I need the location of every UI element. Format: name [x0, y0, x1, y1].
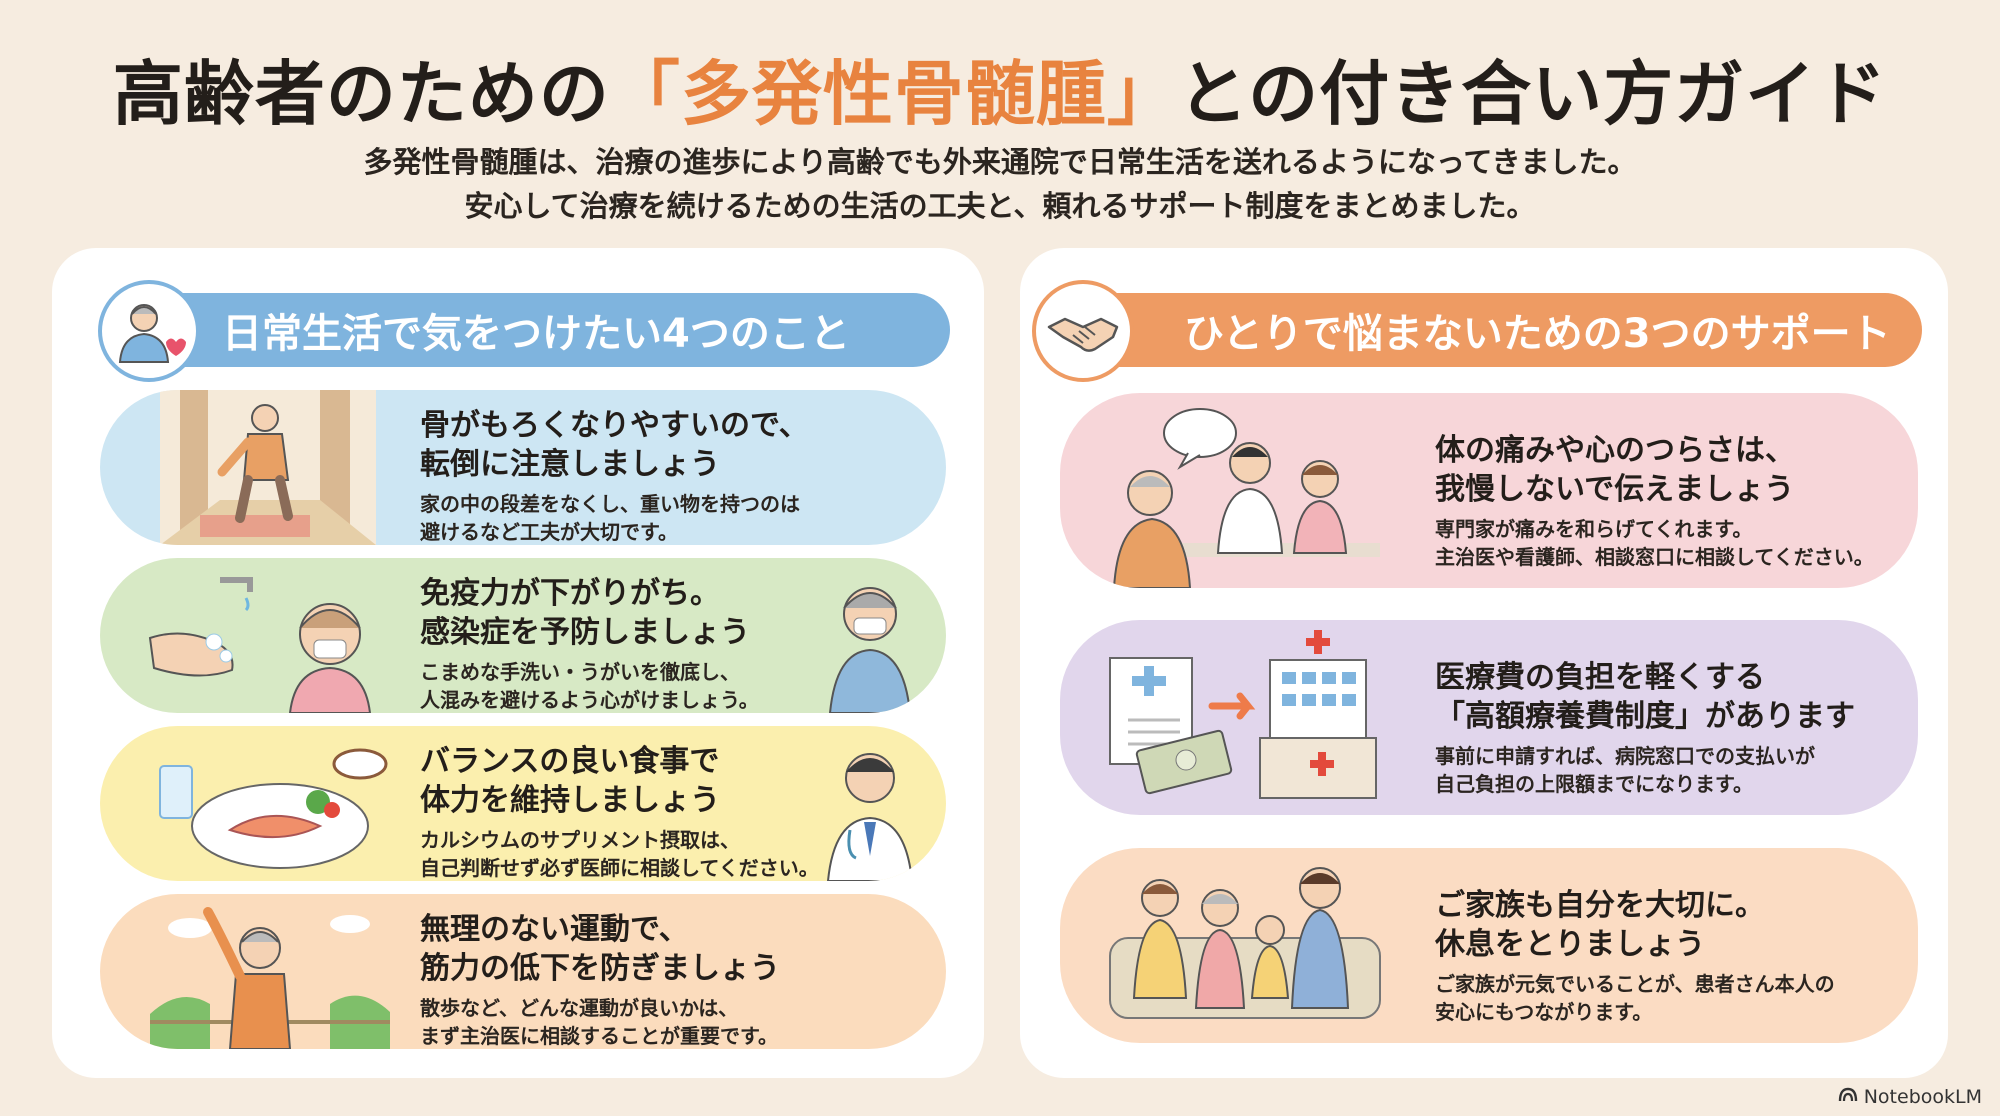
pain-heading-1: 体の痛みや心のつらさは、 [1435, 433, 1795, 468]
cost-heading-2: 「高額療養費制度」があります [1435, 699, 1855, 734]
pain-text-1: 専門家が痛みを和らげてくれます。 [1435, 517, 1753, 541]
pain-heading-2: 我慢しないで伝えましょう [1435, 472, 1795, 507]
title-after: との付き合い方ガイド [1177, 53, 1888, 135]
infection-text: こまめな手洗い・うがいを徹底し、 人混みを避けるよう心がけましょう。 [420, 658, 759, 713]
nutrition-text: カルシウムのサプリメント摂取は、 自己判断せず必ず医師に相談してください。 [420, 826, 819, 881]
title-before: 高齢者のための [112, 53, 610, 135]
hallway-walking-illustration [160, 390, 376, 545]
medical-cost-card: 医療費の負担を軽くする 「高額療養費制度」があります 事前に申請すれば、病院窓口… [1060, 620, 1918, 815]
family-text: ご家族が元気でいることが、患者さん本人の 安心にもつながります。 [1435, 970, 1835, 1026]
exercise-text-1: 散歩など、どんな運動が良いかは、 [420, 996, 739, 1020]
handshake-icon [1032, 280, 1134, 382]
brand-watermark: NotebookLM [1838, 1086, 1982, 1108]
exercise-text-2: まず主治医に相談することが重要です。 [420, 1024, 778, 1048]
pain-text: 専門家が痛みを和らげてくれます。 主治医や看護師、相談窓口に相談してください。 [1435, 515, 1874, 571]
exercise-heading-2: 筋力の低下を防ぎましょう [420, 951, 780, 986]
family-text-2: 安心にもつながります。 [1435, 1000, 1653, 1024]
cost-heading-1: 医療費の負担を軽くする [1435, 660, 1765, 695]
fall-prevention-text-2: 避けるなど工夫が大切です。 [420, 520, 678, 544]
handwashing-mask-illustration [140, 558, 390, 713]
support-header: ひとりで悩まないための3つのサポート [1072, 293, 1922, 367]
page-title: 高齢者のための「多発性骨髄腫」との付き合い方ガイド [0, 38, 2000, 139]
infection-heading-2: 感染症を予防しましょう [420, 615, 750, 650]
cost-text: 事前に申請すれば、病院窓口での支払いが 自己負担の上限額までになります。 [1435, 742, 1855, 798]
support-panel: ひとりで悩まないための3つのサポート [1020, 248, 1948, 1078]
subtitle-line-1: 多発性骨髄腫は、治療の進歩により高齢でも外来通院で日常生活を送れるようになってき… [363, 145, 1637, 179]
family-rest-card: ご家族も自分を大切に。 休息をとりましょう ご家族が元気でいることが、患者さん本… [1060, 848, 1918, 1043]
notebooklm-logo-icon [1838, 1086, 1858, 1108]
consultation-illustration [1090, 393, 1380, 588]
page-subtitle: 多発性骨髄腫は、治療の進歩により高齢でも外来通院で日常生活を送れるようになってき… [0, 140, 2000, 228]
meal-illustration [140, 726, 390, 881]
nutrition-card: バランスの良い食事で 体力を維持しましょう カルシウムのサプリメント摂取は、 自… [100, 726, 946, 881]
infection-prevention-card: 免疫力が下がりがち。 感染症を予防しましょう こまめな手洗い・うがいを徹底し、 … [100, 558, 946, 713]
infection-text-2: 人混みを避けるよう心がけましょう。 [420, 688, 759, 712]
fall-prevention-card: 骨がもろくなりやすいので、 転倒に注意しましょう 家の中の段差をなくし、重い物を… [100, 390, 946, 545]
stretching-illustration [150, 894, 390, 1049]
infection-text-1: こまめな手洗い・うがいを徹底し、 [420, 660, 740, 684]
daily-life-header: 日常生活で気をつけたい4つのこと [110, 293, 950, 367]
fall-prevention-text: 家の中の段差をなくし、重い物を持つのは 避けるなど工夫が大切です。 [420, 490, 809, 545]
support-header-label: ひとりで悩まないための3つのサポート [1184, 311, 1891, 357]
infection-heading-1: 免疫力が下がりがち。 [420, 576, 720, 611]
brand-label: NotebookLM [1863, 1086, 1982, 1108]
fall-prevention-text-1: 家の中の段差をなくし、重い物を持つのは [420, 492, 800, 516]
exercise-heading-1: 無理のない運動で、 [420, 912, 689, 947]
family-text-1: ご家族が元気でいることが、患者さん本人の [1435, 972, 1835, 996]
cost-text-2: 自己負担の上限額までになります。 [1435, 772, 1753, 796]
exercise-card: 無理のない運動で、 筋力の低下を防ぎましょう 散歩など、どんな運動が良いかは、 … [100, 894, 946, 1049]
title-accent: 「多発性骨髄腫」 [609, 53, 1178, 135]
nutrition-heading-2: 体力を維持しましょう [420, 783, 720, 818]
pain-support-card: 体の痛みや心のつらさは、 我慢しないで伝えましょう 専門家が痛みを和らげてくれま… [1060, 393, 1918, 588]
nutrition-heading-1: バランスの良い食事で [420, 744, 720, 779]
nutrition-text-1: カルシウムのサプリメント摂取は、 [420, 828, 740, 852]
cost-text-1: 事前に申請すれば、病院窓口での支払いが [1435, 744, 1815, 768]
subtitle-line-2: 安心して治療を続けるための生活の工夫と、頼れるサポート制度をまとめました。 [464, 189, 1536, 223]
daily-life-header-label: 日常生活で気をつけたい4つのこと [222, 311, 850, 357]
family-heading-1: ご家族も自分を大切に。 [1435, 888, 1765, 923]
daily-life-panel: 日常生活で気をつけたい4つのこと 骨がもろくなりやすいので、 [52, 248, 984, 1078]
fall-prevention-heading-1: 骨がもろくなりやすいので、 [420, 408, 809, 443]
nutrition-text-2: 自己判断せず必ず医師に相談してください。 [420, 856, 819, 880]
pain-text-2: 主治医や看護師、相談窓口に相談してください。 [1435, 545, 1874, 569]
exercise-text: 散歩など、どんな運動が良いかは、 まず主治医に相談することが重要です。 [420, 994, 780, 1049]
masked-man-illustration [820, 558, 920, 713]
fall-prevention-heading-2: 転倒に注意しましょう [420, 447, 720, 482]
hospital-cost-illustration [1100, 620, 1380, 815]
family-heading-2: 休息をとりましょう [1435, 927, 1705, 962]
doctor-illustration [820, 726, 920, 881]
family-sofa-illustration [1100, 848, 1390, 1043]
elderly-person-heart-icon [98, 280, 200, 382]
